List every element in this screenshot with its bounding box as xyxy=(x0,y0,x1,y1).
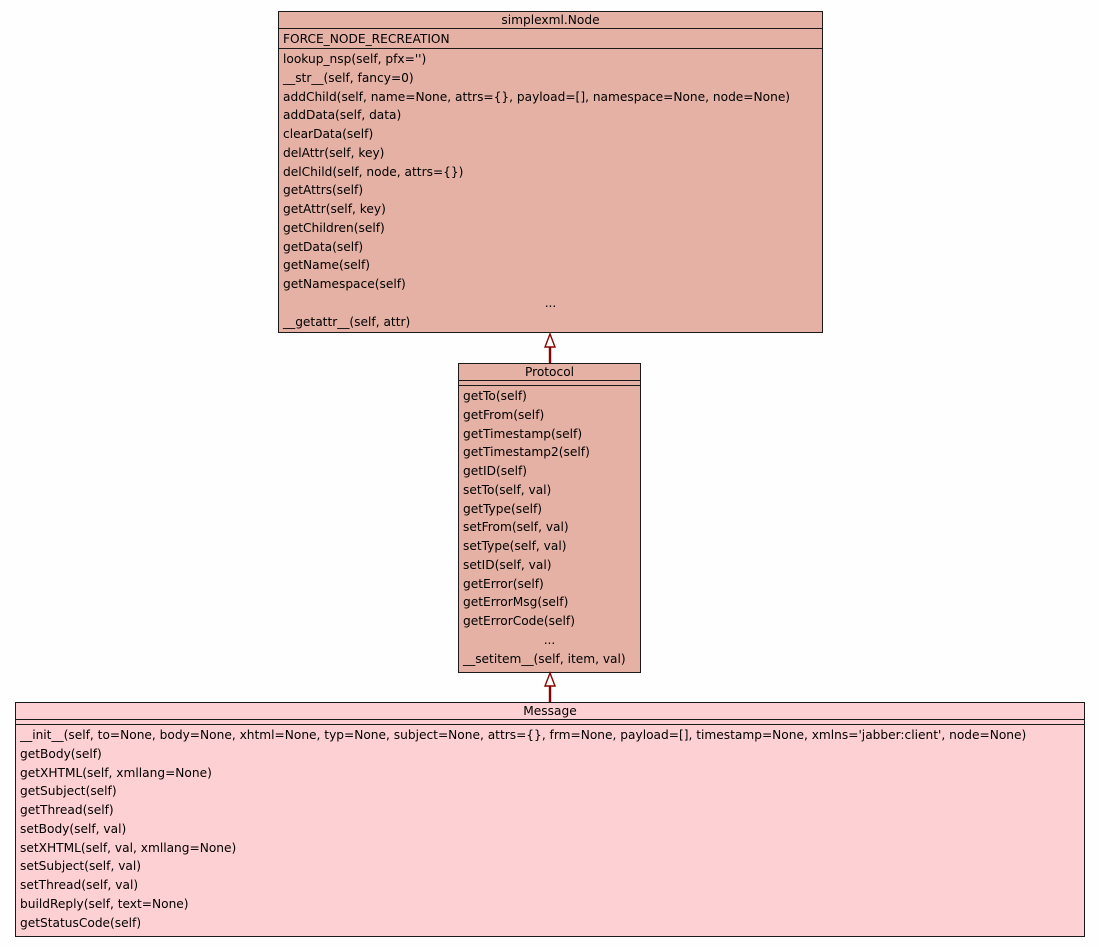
class-protocol-title: Protocol xyxy=(459,364,640,381)
class-method: clearData(self) xyxy=(283,127,374,141)
hollow-arrowhead-icon xyxy=(543,332,557,348)
class-node: simplexml.Node FORCE_NODE_RECREATION loo… xyxy=(278,11,823,333)
class-method: getStatusCode(self) xyxy=(20,915,142,930)
class-method: delAttr(self, key) xyxy=(283,145,385,160)
class-method-ellipsis: ... xyxy=(544,295,557,310)
class-method-ellipsis: ... xyxy=(543,632,556,647)
class-method: getChildren(self) xyxy=(283,220,385,235)
class-node-attributes: FORCE_NODE_RECREATION xyxy=(279,29,822,49)
class-method: setType(self, val) xyxy=(463,539,567,553)
class-method: getError(self) xyxy=(463,576,544,591)
class-node-methods: lookup_nsp(self, pfx='') __str__(self, f… xyxy=(279,49,822,331)
class-method: getErrorCode(self) xyxy=(463,614,575,628)
class-method: getType(self) xyxy=(463,501,543,516)
inheritance-edge-message-protocol xyxy=(543,671,557,702)
class-method: getXHTML(self, xmllang=None) xyxy=(20,765,212,780)
class-method: setXHTML(self, val, xmllang=None) xyxy=(20,840,237,855)
class-method: setFrom(self, val) xyxy=(463,520,569,535)
class-method: getAttr(self, key) xyxy=(283,202,386,216)
class-method: __getattr__(self, attr) xyxy=(283,314,411,329)
class-method: getThread(self) xyxy=(20,803,114,817)
class-method: getTimestamp(self) xyxy=(463,426,583,441)
class-protocol-methods: getTo(self) getFrom(self) getTimestamp(s… xyxy=(459,386,640,668)
class-method: __init__(self, to=None, body=None, xhtml… xyxy=(20,728,1027,742)
class-attribute: FORCE_NODE_RECREATION xyxy=(283,32,450,46)
class-method: setSubject(self, val) xyxy=(20,859,142,874)
class-method: getAttrs(self) xyxy=(283,183,364,198)
inheritance-edge-protocol-node xyxy=(543,332,557,363)
class-message-title: Message xyxy=(16,703,1084,720)
class-method: getBody(self) xyxy=(20,746,102,761)
class-method: setTo(self, val) xyxy=(463,482,552,497)
class-method: setID(self, val) xyxy=(463,557,552,572)
class-method: __str__(self, fancy=0) xyxy=(283,70,414,85)
class-method: getFrom(self) xyxy=(463,407,545,422)
class-method: addChild(self, name=None, attrs={}, payl… xyxy=(283,89,791,104)
class-message-attributes xyxy=(16,720,1084,725)
class-method: __setitem__(self, item, val) xyxy=(463,651,626,666)
class-method: getErrorMsg(self) xyxy=(463,595,569,610)
class-method: setThread(self, val) xyxy=(20,878,139,892)
class-message-methods: __init__(self, to=None, body=None, xhtml… xyxy=(16,725,1084,932)
class-method: lookup_nsp(self, pfx='') xyxy=(283,52,427,66)
class-method: buildReply(self, text=None) xyxy=(20,896,189,911)
hollow-arrowhead-icon xyxy=(543,671,557,687)
class-method: getID(self) xyxy=(463,464,528,478)
class-method: getTo(self) xyxy=(463,389,527,403)
class-message: Message __init__(self, to=None, body=Non… xyxy=(15,702,1085,937)
class-method: getName(self) xyxy=(283,258,371,273)
class-method: getSubject(self) xyxy=(20,784,117,799)
class-method: getNamespace(self) xyxy=(283,277,406,291)
class-method: getTimestamp2(self) xyxy=(463,445,590,460)
class-node-title: simplexml.Node xyxy=(279,12,822,29)
class-method: delChild(self, node, attrs={}) xyxy=(283,164,464,179)
class-protocol-attributes xyxy=(459,381,640,386)
class-method: setBody(self, val) xyxy=(20,821,127,836)
class-method: getData(self) xyxy=(283,239,364,254)
class-protocol: Protocol getTo(self) getFrom(self) getTi… xyxy=(458,363,641,673)
class-method: addData(self, data) xyxy=(283,108,402,123)
